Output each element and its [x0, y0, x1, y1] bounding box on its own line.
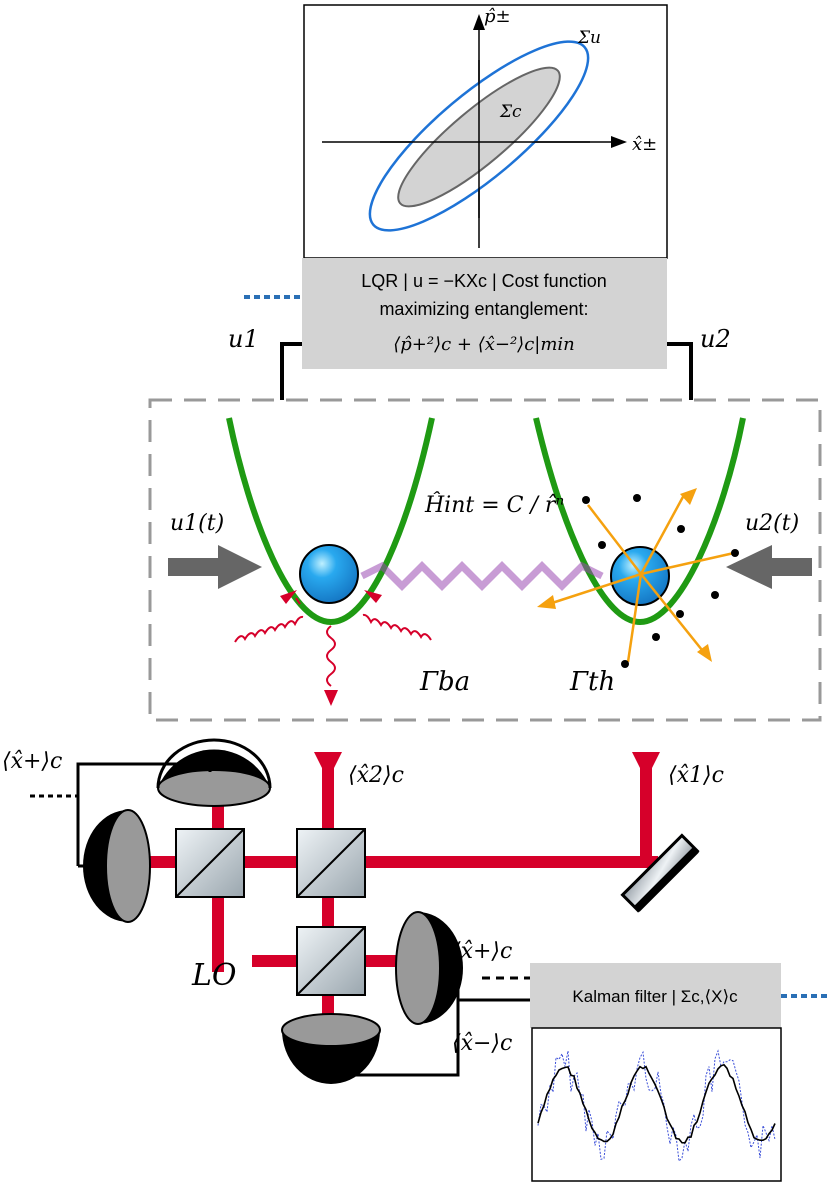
lqr-line2: maximizing entanglement:: [379, 299, 588, 319]
lqr-line1: LQR | u = −KXc | Cost function: [361, 271, 606, 291]
beam-splitter-bottom: [296, 926, 366, 996]
beam-splitter-left: [175, 828, 245, 898]
p-axis-label: p̂±: [484, 6, 511, 27]
x2-measurement-label: ⟨x̂2⟩c: [348, 763, 404, 788]
thermal-collisions: [537, 488, 735, 663]
gamma-th-label: Γth: [569, 667, 615, 697]
trace-plot-frame: [531, 1027, 782, 1182]
detector-left: [83, 809, 151, 923]
back-action-photons: [234, 590, 432, 706]
kalman-box: [530, 963, 781, 1028]
lo-label: LO: [191, 958, 237, 993]
trace-noisy-measurement: [537, 1049, 776, 1163]
system-dashed-frame: [148, 398, 822, 722]
left-potential-well: [226, 417, 435, 626]
u2-label: u2: [700, 325, 731, 353]
optical-setup: ⟨x̂2⟩c ⟨x̂1⟩c ⟨x̂+⟩c ⟨x̂+⟩c ⟨x̂−⟩c LO: [2, 738, 724, 1084]
physics-system: u1(t) u2(t): [148, 398, 822, 722]
lqr-box: [302, 258, 667, 369]
detector-wires: [30, 762, 530, 1077]
sigma-c-label: Σc: [499, 102, 522, 122]
lqr-cost-function: ⟨p̂+²⟩c + ⟨x̂−²⟩c|min: [393, 334, 575, 355]
u2t-label: u2(t): [745, 511, 799, 536]
hamiltonian-label: Ĥint = C / r̂ⁿ: [424, 491, 564, 518]
u1-wire: [280, 342, 302, 400]
x-axis-arrow-icon: [611, 136, 627, 148]
right-potential-well: [533, 417, 746, 626]
phase-space-plot: p̂± x̂± Σu Σc: [303, 4, 668, 259]
sigma-u-label: Σu: [577, 28, 601, 48]
lqr-controller: LQR | u = −KXc | Cost function maximizin…: [228, 258, 731, 400]
u1t-label: u1(t): [170, 511, 224, 536]
kalman-filter: Kalman filter | Σc,⟨X⟩c: [530, 963, 830, 1182]
x-minus-label: ⟨x̂−⟩c: [452, 1031, 512, 1056]
u1-push-arrow-icon: [168, 545, 262, 589]
x1-measurement-label: ⟨x̂1⟩c: [668, 763, 724, 788]
x-plus-top-label: ⟨x̂+⟩c: [2, 749, 62, 774]
beam-splitter-center: [296, 828, 366, 898]
x-axis-label: x̂±: [632, 134, 657, 155]
detector-bottom: [281, 1013, 381, 1084]
trace-filtered-estimate: [537, 1063, 776, 1144]
kalman-label: Kalman filter | Σc,⟨X⟩c: [572, 987, 738, 1006]
u2-wire: [667, 342, 693, 400]
u1-label: u1: [228, 325, 259, 353]
u2-push-arrow-icon: [726, 545, 812, 589]
gamma-ba-label: Γba: [419, 667, 470, 697]
thermal-gas-particles: [582, 494, 739, 668]
x-plus-right-label: ⟨x̂+⟩c: [452, 939, 512, 964]
interaction-spring: [360, 561, 604, 591]
left-particle: [299, 544, 359, 604]
detector-top-left: [156, 738, 272, 807]
mirror: [620, 833, 700, 913]
p-axis-arrow-icon: [473, 14, 485, 30]
